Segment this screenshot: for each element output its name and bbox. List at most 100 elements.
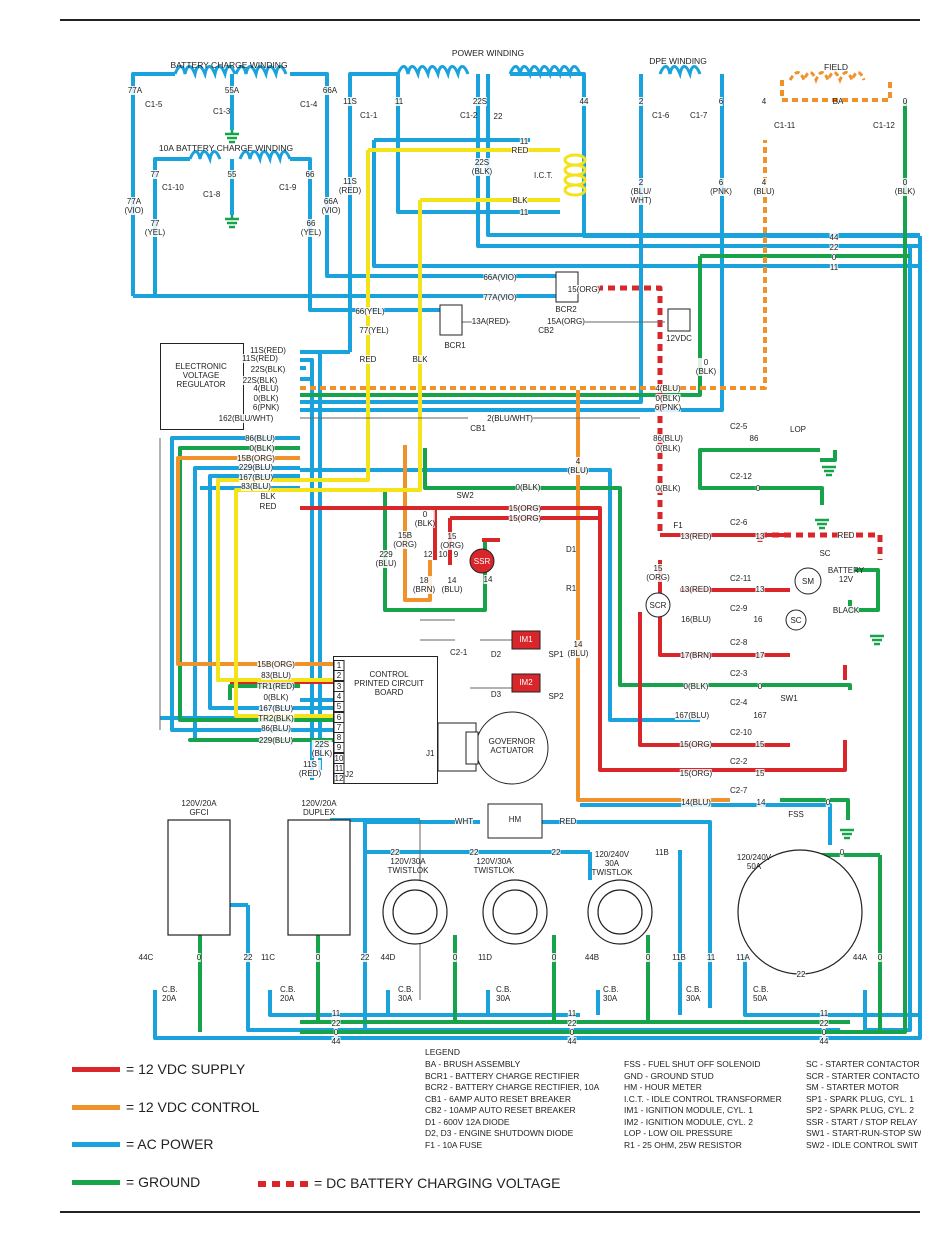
legend-control-text: = 12 VDC CONTROL	[126, 1099, 260, 1115]
wire-label-w15b-org: 15B (ORG)	[393, 531, 417, 549]
wire-label-evr-6: 6(PNK)	[252, 403, 280, 412]
battery-charge-coil-left	[173, 65, 237, 80]
wire-label-w77-yel: 77 (YEL)	[144, 219, 166, 237]
wire-label-o-44b: 44B	[584, 953, 600, 962]
wire-label-w77a-vio2: 77A(VIO)	[483, 293, 517, 302]
legend-abbr-item: CB1 - 6AMP AUTO RESET BREAKER	[425, 1093, 571, 1104]
wire-label-bus-22b: 22	[567, 1019, 577, 1028]
twistlok1-label: 120V/30A TWISTLOK	[387, 857, 429, 875]
wire-label-l-15borg: 15B(ORG)	[237, 454, 275, 463]
wire-label-w12: 12	[423, 550, 433, 559]
wire-label-w14-blu: 14 (BLU)	[441, 576, 463, 594]
d1-label: D1	[566, 545, 577, 554]
wire-label-bus-44: 44	[331, 1037, 341, 1046]
wire-label-cb-tr1: TR1(RED)	[257, 682, 295, 691]
cpcb-label: CONTROL PRINTED CIRCUIT BOARD	[354, 670, 424, 697]
dpe-winding-label: DPE WINDING	[649, 56, 707, 66]
legend-dash-3	[286, 1181, 294, 1187]
d2-label: D2	[490, 650, 502, 659]
wire-label-w0blk-sw: 0(BLK)	[683, 682, 709, 691]
legend-swatch-control	[72, 1105, 120, 1110]
power-coil-right	[508, 65, 582, 80]
wire-label-w13a-red: 13A(RED)	[471, 317, 509, 326]
wire-label-r-86: 86	[749, 434, 759, 443]
connector-c2-6: C2-6	[730, 518, 748, 527]
wire-label-r-6pnk: 6(PNK)	[654, 403, 682, 412]
outlet-shapes	[167, 819, 863, 975]
wire-label-o-0c: 0	[452, 953, 458, 962]
ict-label: I.C.T.	[534, 171, 553, 180]
hour-meter-box	[487, 803, 543, 839]
wire-label-w13red2: 13(RED)	[680, 585, 712, 594]
wire-label-o-22c: 22	[551, 848, 561, 857]
wire-label-cb-22s: 22S (BLK)	[311, 740, 333, 758]
connector-c2-5: C2-5	[730, 422, 748, 431]
f1-label: F1	[673, 521, 683, 530]
wire-label-w17brn: 17(BRN)	[680, 651, 712, 660]
wire-label-w22s-blk: 22S (BLK)	[471, 158, 493, 176]
wire-label-w77: 77	[150, 170, 160, 179]
wire-label-evr-11s: 11S(RED)	[250, 346, 286, 355]
connector-c2-8: C2-8	[730, 638, 748, 647]
cb1-label: CB1	[470, 424, 486, 433]
wire-label-w2: 2	[638, 97, 644, 106]
battery-label: BATTERY 12V	[827, 566, 865, 584]
wire-label-w22-r: 22	[829, 243, 839, 252]
connector-c1-8: C1-8	[203, 190, 221, 199]
wire-label-w77a: 77A	[127, 86, 143, 95]
wire-label-cb-0: 0(BLK)	[263, 693, 289, 702]
wire-label-bus-22: 22	[331, 1019, 341, 1028]
wire-label-o-0d: 0	[551, 953, 557, 962]
sw2-label: SW2	[456, 491, 474, 500]
connector-c1-5: C1-5	[145, 100, 163, 109]
legend-abbr-item: SW2 - IDLE CONTROL SWIT	[806, 1139, 919, 1150]
j1-label: J1	[426, 749, 435, 758]
wire-label-o-44d: 44D	[380, 953, 396, 962]
wire-label-o-44a: 44A	[852, 953, 868, 962]
legend-abbr-item: IM2 - IGNITION MODULE, CYL. 2	[624, 1116, 753, 1127]
cb-11b-label: C.B. 30A	[686, 985, 702, 1003]
wire-label-w13: 13	[755, 585, 765, 594]
cb-44d-label: C.B. 30A	[398, 985, 414, 1003]
bcr2-label: BCR2	[555, 305, 577, 314]
lop-label: LOP	[789, 425, 807, 434]
governor-shapes	[437, 711, 549, 785]
j2-label: J2	[345, 770, 354, 779]
legend-abbr-item: SM - STARTER MOTOR	[806, 1082, 900, 1092]
wire-label-w14blu-v: 14 (BLU)	[567, 640, 589, 658]
wire-label-w11-r: 11	[829, 263, 839, 272]
ignition-modules	[511, 630, 541, 693]
cb-44b-label: C.B. 30A	[603, 985, 619, 1003]
wire-label-o-11b2: 11B	[672, 953, 686, 962]
fss-label: FSS	[788, 810, 804, 819]
scr-label: SCR	[649, 601, 667, 610]
wire-label-evr-11s2: 11S(RED)	[242, 354, 278, 363]
wire-label-w9: 9	[453, 550, 459, 559]
wire-label-l-red: RED	[259, 502, 277, 511]
wire-label-o-0b: 0	[315, 953, 321, 962]
wire-label-bus-44c: 44	[819, 1037, 829, 1046]
wire-label-w0-r: 0	[831, 253, 837, 262]
wire-label-w4-blu: 4 (BLU)	[753, 178, 775, 196]
wire-label-w77a-vio: 77A (VIO)	[124, 197, 144, 215]
wire-label-o-22b: 22	[469, 848, 479, 857]
wire-label-w14b: 14	[756, 798, 766, 807]
wire-label-evr-162: 162(BLU/WHT)	[218, 414, 274, 423]
wire-label-evr-4: 4(BLU)	[253, 384, 279, 393]
wire-label-w66: 66	[305, 170, 315, 179]
legend-swatch-ac	[72, 1142, 120, 1147]
wire-label-w15-org: 15(ORG)	[567, 285, 601, 294]
wire-label-cb-86: 86(BLU)	[261, 724, 291, 733]
wire-label-r-86blu: 86(BLU)	[653, 434, 683, 443]
rectifiers	[439, 271, 691, 336]
wire-label-o-44c: 44C	[138, 953, 154, 962]
wire-label-o-0a: 0	[196, 953, 202, 962]
connector-c2-7: C2-7	[730, 786, 748, 795]
wire-label-cb-15b: 15B(ORG)	[257, 660, 295, 669]
legend-abbr-item: SP1 - SPARK PLUG, CYL. 1	[806, 1093, 915, 1104]
hm-label: HM	[508, 815, 522, 824]
wire-label-r-0blk: 0(BLK)	[655, 394, 681, 403]
wire-label-l-blk: BLK	[260, 492, 276, 501]
wire-label-r-4blu: 4(BLU)	[655, 384, 681, 393]
